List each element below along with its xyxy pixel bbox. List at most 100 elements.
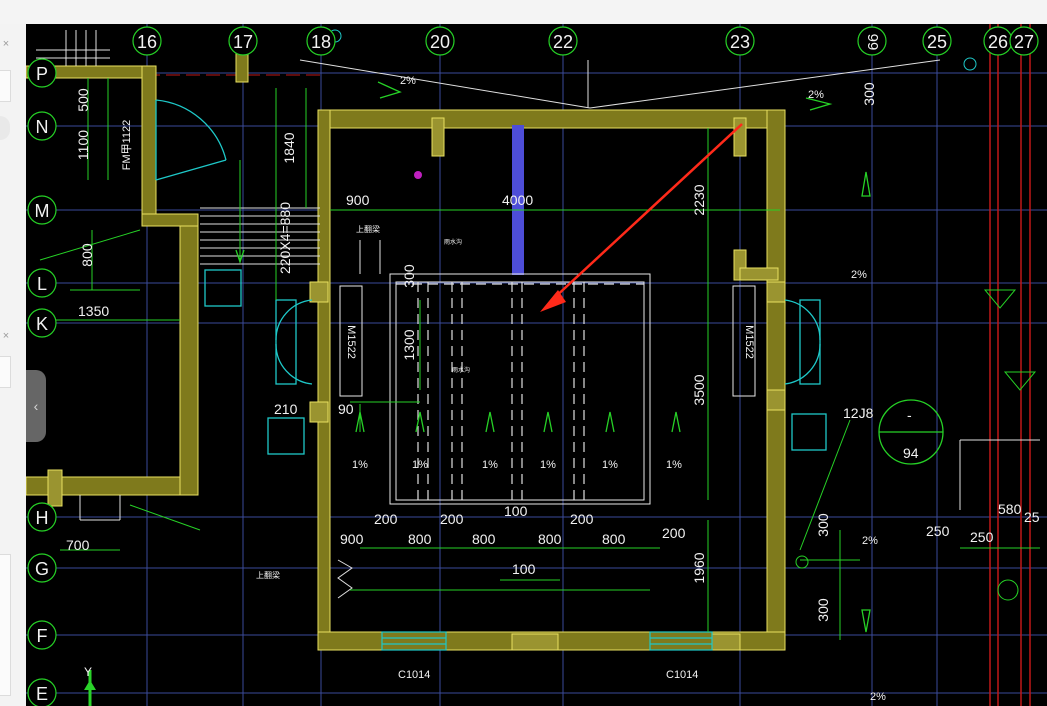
dim-580: 580 (998, 501, 1022, 517)
slope-p1: 1% (352, 459, 368, 471)
slope-p2: 1% (412, 459, 428, 471)
door-tag-m1522-right: M1522 (743, 325, 755, 359)
dim-900-top: 900 (346, 192, 370, 208)
slope-top-right: 2% (808, 89, 824, 101)
dim-300-right-a: 300 (815, 513, 831, 537)
grid-label-P: P (36, 64, 48, 84)
slope-p5: 1% (602, 459, 618, 471)
slope-bottom: 2% (870, 691, 886, 703)
label-trench-b: 雨水沟 (452, 366, 470, 374)
grid-label-16: 16 (137, 32, 157, 52)
door-tag-fm: FM甲1122 (121, 120, 133, 171)
dim-100-a: 100 (504, 503, 528, 519)
grid-bubble-E (27, 678, 57, 706)
grid-bubble-H (27, 502, 57, 532)
grid-label-17: 17 (233, 32, 253, 52)
grid-label-K: K (36, 314, 48, 334)
dim-300-right-b: 300 (815, 598, 831, 622)
dim-700: 700 (66, 537, 90, 553)
grid-bubble-25 (922, 26, 952, 56)
dim-1840: 1840 (281, 132, 297, 163)
grid-label-L: L (37, 274, 47, 294)
grid-label-18: 18 (311, 32, 331, 52)
svg-text:Y: Y (84, 665, 92, 679)
grid-bubble-P (27, 58, 57, 88)
dim-900-bottom: 900 (340, 531, 364, 547)
ucs-axis-icon: Y (84, 665, 96, 706)
slope-p4: 1% (540, 459, 556, 471)
grid-label-23: 23 (730, 32, 750, 52)
slope-p6: 1% (666, 459, 682, 471)
dim-800-c: 800 (538, 531, 562, 547)
label-up-slope-a: 上翻梁 (356, 225, 380, 234)
panel-field-2[interactable] (0, 356, 11, 388)
slope-low-right: 2% (862, 535, 878, 547)
window-tag-c1014-b: C1014 (666, 669, 698, 681)
dim-3500: 3500 (691, 374, 707, 405)
panel-close-icon[interactable]: × (2, 38, 10, 50)
dim-250-a: 250 (926, 523, 950, 539)
door-tag-m1522-left: M1522 (345, 325, 357, 359)
panel-toggle[interactable] (0, 116, 10, 140)
dim-200-d: 200 (662, 525, 686, 541)
grid-label-G: G (35, 559, 49, 579)
grid-bubble-17 (228, 26, 258, 56)
grid-label-22: 22 (553, 32, 573, 52)
top-toolbar (0, 0, 1047, 25)
dim-300-mid: 300 (401, 264, 417, 288)
window-tag-c1014-a: C1014 (398, 669, 430, 681)
dim-1350: 1350 (78, 303, 109, 319)
dim-100-b: 100 (512, 561, 536, 577)
grid-label-20: 20 (430, 32, 450, 52)
grid-label-66: 66 (865, 34, 882, 51)
dim-210: 210 (274, 401, 298, 417)
slope-mid-right: 2% (851, 269, 867, 281)
dim-200-a: 200 (374, 511, 398, 527)
grid-bubble-16 (132, 26, 162, 56)
grid-bubble-F (27, 620, 57, 650)
grid-label-E: E (36, 684, 48, 704)
grid-label-27: 27 (1014, 32, 1034, 52)
grid-bubble-18 (306, 26, 336, 56)
dim-1300: 1300 (401, 329, 417, 360)
dim-200-b: 200 (440, 511, 464, 527)
grid-bubble-22 (548, 26, 578, 56)
grid-bubble-L (27, 268, 57, 298)
dim-250-b: 250 (970, 529, 994, 545)
cad-canvas[interactable]: 16 17 18 20 22 23 66 25 26 27 P N M L K … (26, 24, 1047, 706)
grid-bubble-20 (425, 26, 455, 56)
dim-90: 90 (338, 401, 354, 417)
floor-plan-drawing[interactable]: 16 17 18 20 22 23 66 25 26 27 P N M L K … (26, 24, 1047, 706)
grid-label-M: M (35, 201, 50, 221)
grid-bubble-66 (857, 26, 887, 56)
panel-list (0, 554, 11, 696)
side-panel: × × (0, 24, 26, 706)
dim-4000: 4000 (502, 192, 533, 208)
collapse-panel-button[interactable]: ‹ (26, 370, 46, 442)
slope-p3: 1% (482, 459, 498, 471)
grid-bubble-K (27, 308, 57, 338)
dim-200-c: 200 (570, 511, 594, 527)
grid-label-26: 26 (988, 32, 1008, 52)
grid-bubble-N (27, 111, 57, 141)
dim-stair: 220X4=880 (277, 202, 293, 274)
dim-1960: 1960 (691, 552, 707, 583)
panel-field[interactable] (0, 70, 11, 102)
grid-label-N: N (36, 117, 49, 137)
grid-bubble-G (27, 553, 57, 583)
detail-dash: - (907, 407, 912, 423)
grid-bubble-23 (725, 26, 755, 56)
label-trench-a: 雨水沟 (444, 238, 462, 246)
red-arrow-annotation (540, 123, 743, 312)
grid-label-F: F (37, 626, 48, 646)
dim-25: 25 (1024, 509, 1040, 525)
dim-1100: 1100 (75, 130, 91, 160)
slope-top-left: 2% (400, 75, 416, 87)
dim-800-left: 800 (79, 243, 95, 267)
dim-800-a: 800 (408, 531, 432, 547)
dim-800-d: 800 (602, 531, 626, 547)
panel-close-icon-2[interactable]: × (2, 330, 10, 342)
grid-label-H: H (36, 508, 49, 528)
dim-2230: 2230 (691, 184, 707, 215)
label-up-slope-b: 上翻梁 (256, 571, 280, 580)
